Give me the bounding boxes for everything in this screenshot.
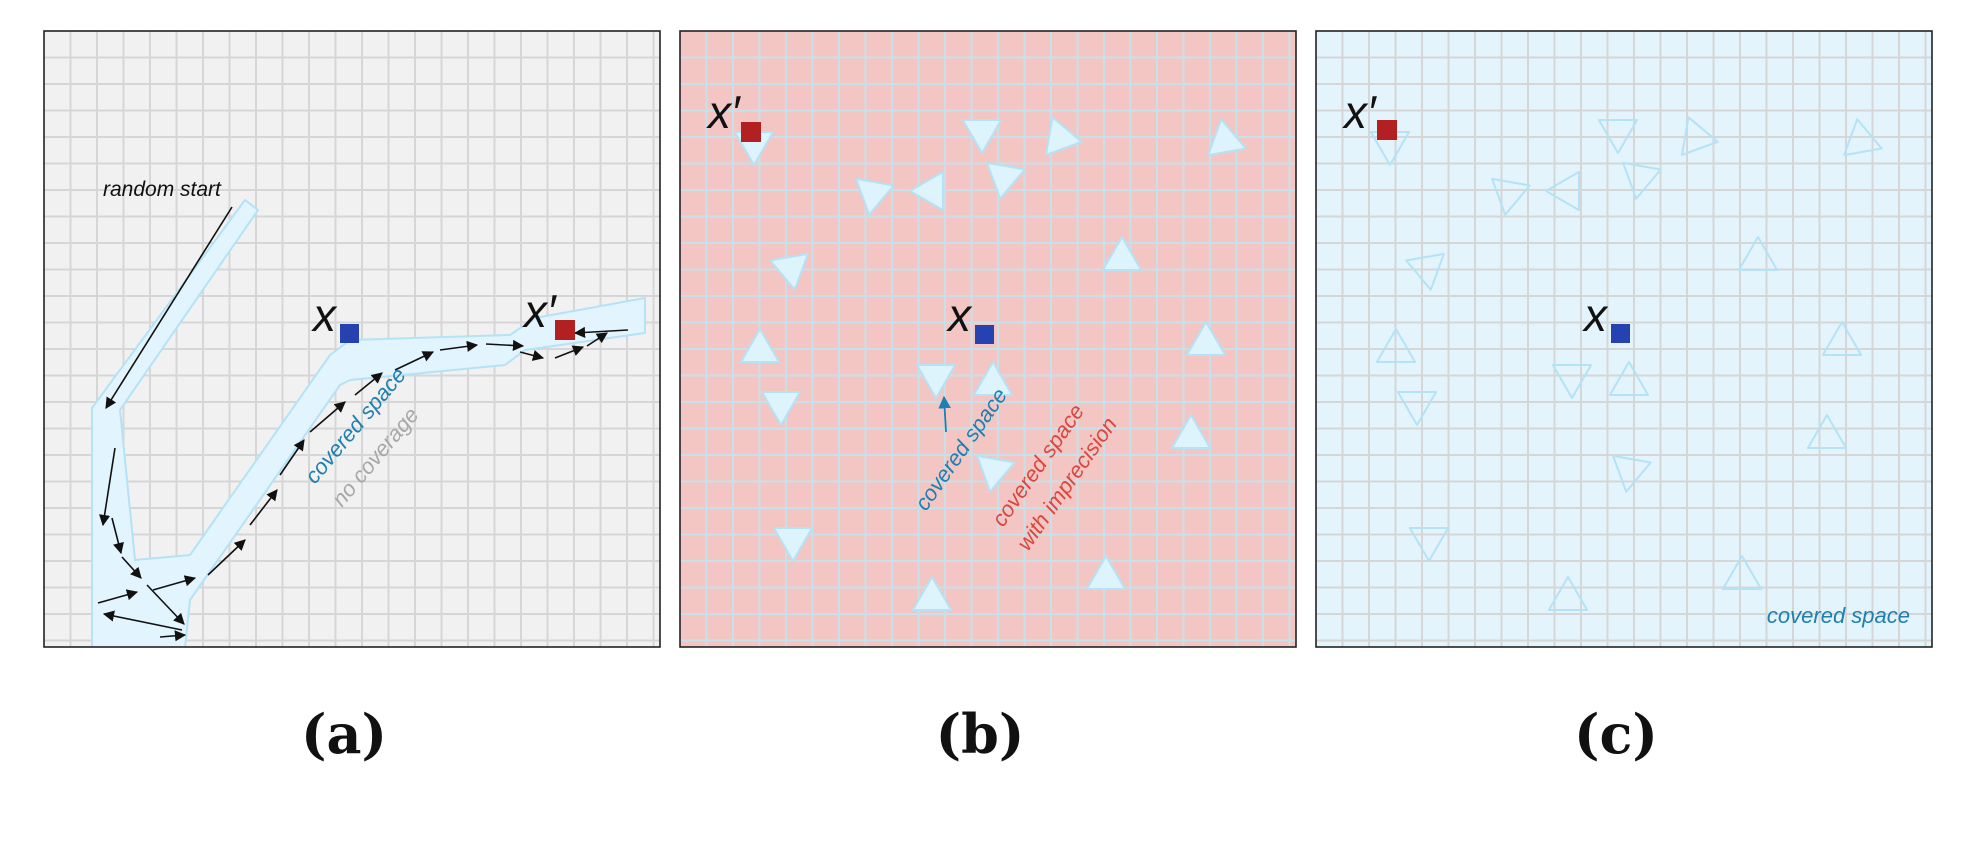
caption-a: (a) [301, 702, 387, 766]
coverage-triangle [1551, 364, 1593, 399]
coverage-triangle [1622, 161, 1662, 200]
panel-a: random start covered space no coverage x… [43, 30, 661, 648]
coverage-triangle [1608, 361, 1650, 396]
covered-arrow-b [938, 395, 951, 433]
arrow-start [105, 206, 233, 409]
coverage-triangle [1721, 555, 1763, 590]
panel-b: covered space covered space with impreci… [679, 30, 1297, 648]
coverage-triangle [972, 361, 1014, 396]
x-point-c [1611, 324, 1630, 343]
xprime-label-c: x′ [1342, 86, 1377, 138]
arrow [439, 340, 479, 352]
coverage-triangle [1405, 252, 1445, 291]
panel-b-grid [680, 31, 1296, 647]
coverage-triangle [1680, 116, 1719, 156]
panel-c-border [1315, 30, 1933, 648]
arrow [146, 584, 185, 625]
coverage-triangle [769, 252, 809, 291]
arrow [99, 447, 116, 527]
x-point-b [975, 325, 994, 344]
arrow [102, 610, 183, 631]
x-point-a [340, 324, 359, 343]
coverage-triangle [1207, 118, 1247, 157]
panel-b-border [679, 30, 1297, 648]
x-label-b: x [946, 289, 973, 341]
panel-c: covered space x x′ [1315, 30, 1933, 648]
coverage-triangle [961, 119, 1003, 154]
coverage-triangle [739, 328, 781, 363]
coverage-triangle [1396, 391, 1438, 426]
coverage-triangles-b [733, 116, 1247, 611]
coverage-triangle [1375, 328, 1417, 363]
coverage-triangles-c [1369, 116, 1883, 611]
x-label-a: x [311, 289, 338, 341]
coverage-triangle [1170, 414, 1212, 449]
coverage-triangle [760, 391, 802, 426]
arrow [159, 630, 187, 642]
xprime-point-a [555, 320, 575, 340]
coverage-triangle [1185, 321, 1227, 356]
xprime-label-a: x′ [522, 285, 557, 337]
coverage-triangle [1085, 555, 1127, 590]
xprime-point-c [1377, 120, 1397, 140]
coverage-triangle [911, 576, 953, 611]
arrow [554, 345, 585, 359]
coverage-triangle [1044, 116, 1083, 156]
coverage-triangle [1101, 236, 1143, 271]
coverage-triangle [1491, 177, 1531, 216]
arrow [586, 332, 608, 347]
arrow [309, 401, 346, 433]
coverage-triangle [915, 364, 957, 399]
x-label-c: x [1582, 289, 1609, 341]
arrow [279, 439, 305, 476]
arrow [394, 351, 435, 371]
coverage-triangle [1547, 576, 1589, 611]
panel-c-grid [1316, 31, 1932, 647]
arrow [97, 589, 139, 604]
coverage-triangle [986, 161, 1026, 200]
coverage-triangle [1545, 170, 1580, 212]
coverage-path-band [91, 199, 646, 647]
arrow [519, 350, 545, 361]
coverage-triangle [976, 454, 1016, 493]
arrow [207, 539, 246, 576]
coverage-triangle [1737, 236, 1779, 271]
coverage-triangle [772, 527, 814, 562]
coverage-triangle [855, 177, 895, 216]
arrow [354, 372, 383, 396]
random-start-label: random start [103, 178, 222, 201]
coverage-triangle [1597, 119, 1639, 154]
arrow [121, 556, 142, 579]
caption-c: (c) [1574, 702, 1658, 766]
arrow [573, 326, 629, 339]
arrow [485, 339, 525, 352]
arrow [152, 575, 197, 591]
walk-arrows [97, 206, 629, 642]
arrow [111, 517, 124, 555]
coverage-triangle [1612, 454, 1652, 493]
panel-a-border [43, 30, 661, 648]
coverage-triangle [1843, 118, 1883, 157]
arrow [249, 489, 278, 526]
coverage-triangle [1821, 321, 1863, 356]
xprime-point-b [741, 122, 761, 142]
coverage-triangle [1806, 414, 1848, 449]
covered-space-label-c: covered space [1767, 603, 1910, 628]
caption-b: (b) [936, 702, 1025, 766]
coverage-triangle [1408, 527, 1450, 562]
coverage-triangle [909, 170, 944, 212]
xprime-label-b: x′ [706, 86, 741, 138]
